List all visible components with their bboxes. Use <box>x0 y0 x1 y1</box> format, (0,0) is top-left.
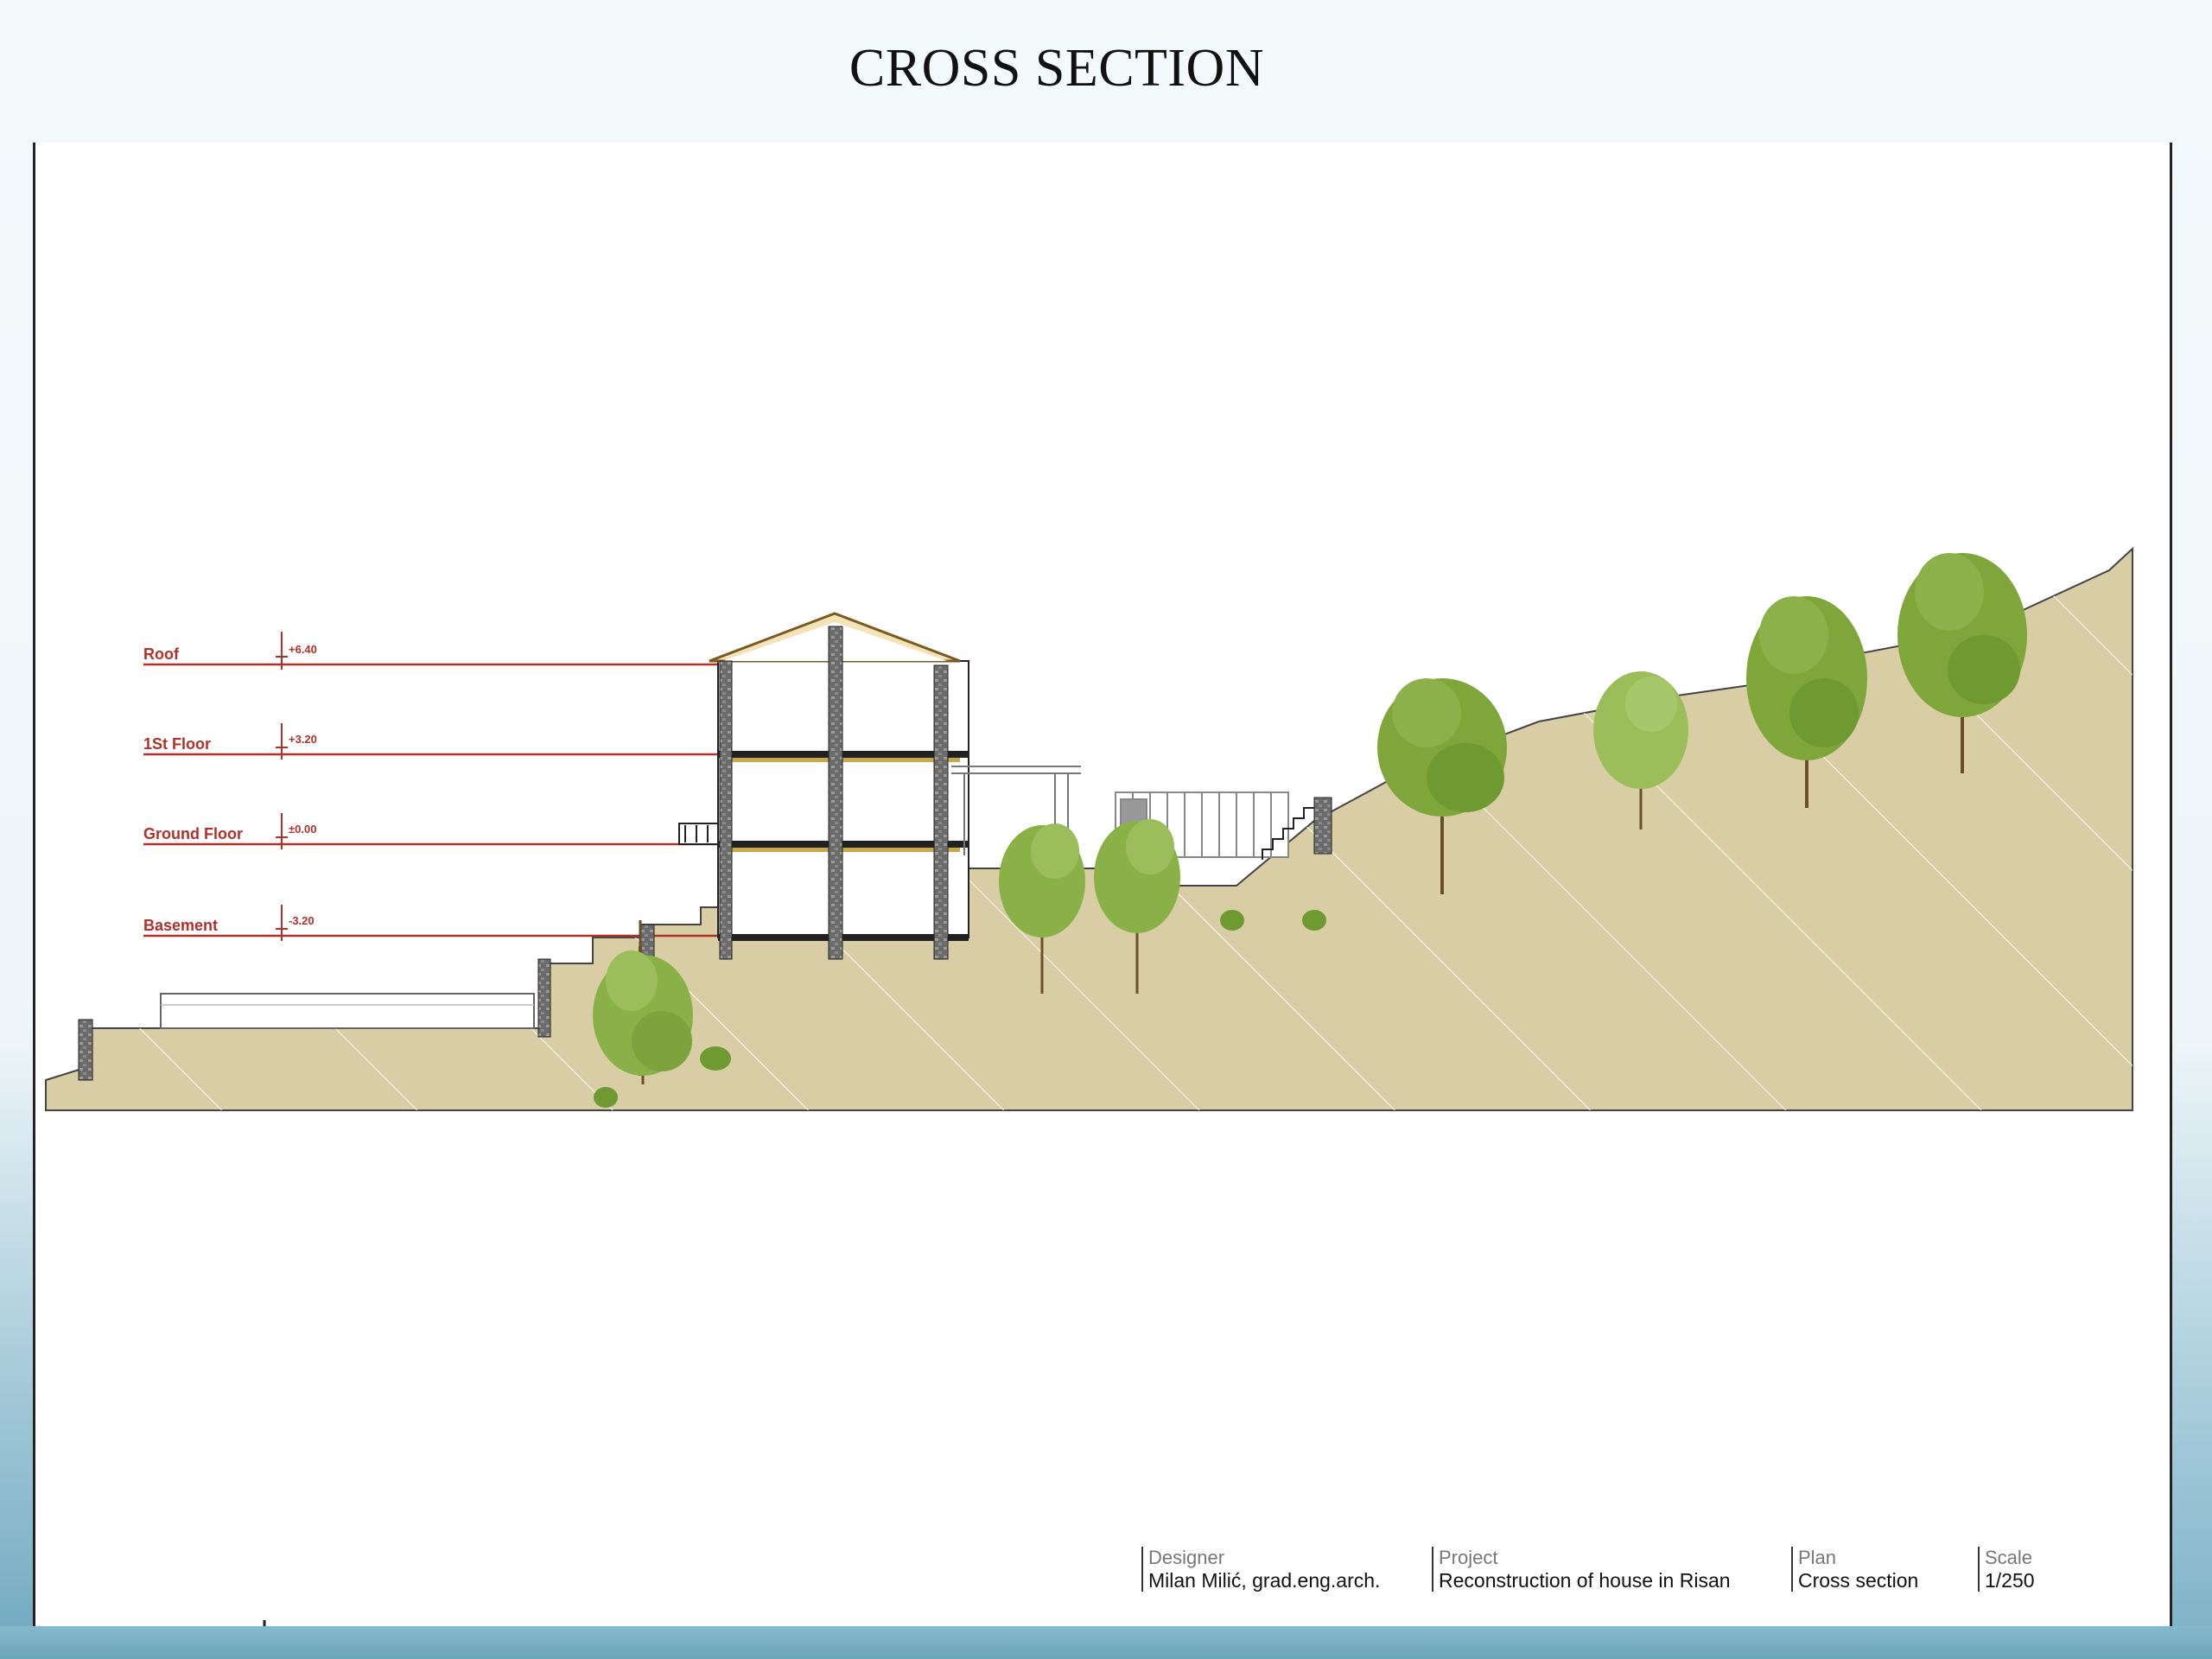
title-block-project: Project Reconstruction of house in Risan <box>1432 1547 1758 1592</box>
stairs <box>1262 807 1314 860</box>
tree-terrace-1 <box>999 823 1085 994</box>
cross-section-drawing: Roof 1St Floor Ground Floor Basement +6.… <box>45 546 2133 1626</box>
title-block-scale: Scale 1/250 <box>1978 1547 2054 1592</box>
level-label-roof: Roof <box>143 645 180 663</box>
slide-title: CROSS SECTION <box>849 39 1265 98</box>
level-value-first-floor: +3.20 <box>289 733 317 746</box>
level-label-ground-floor: Ground Floor <box>143 825 243 842</box>
house-section <box>678 612 969 960</box>
title-block-plan: Plan Cross section <box>1791 1547 1945 1592</box>
level-value-ground-floor: ±0.00 <box>289 823 316 836</box>
tree-slope-1 <box>1377 678 1507 894</box>
project-label: Project <box>1439 1547 1498 1568</box>
tree-slope-2 <box>1593 671 1688 830</box>
background-swoosh-right <box>2169 1037 2212 1659</box>
level-value-basement: -3.20 <box>289 914 315 927</box>
plan-label: Plan <box>1798 1547 1837 1568</box>
pool <box>160 993 535 1029</box>
level-label-first-floor: 1St Floor <box>143 735 211 753</box>
level-label-basement: Basement <box>143 917 218 934</box>
trees <box>593 553 2027 1108</box>
tree-terrace-2 <box>1094 819 1180 994</box>
title-block: Designer Milan Milić, grad.eng.arch. Pro… <box>1141 1547 2087 1592</box>
scale-value: 1/250 <box>1985 1569 2035 1592</box>
tree-slope-4 <box>1897 553 2027 773</box>
tree-slope-3 <box>1746 596 1867 808</box>
tree-by-house-left <box>593 950 693 1084</box>
designer-value: Milan Milić, grad.eng.arch. <box>1148 1569 1381 1592</box>
shrubs-terrace <box>1220 910 1326 931</box>
scale-label: Scale <box>1985 1547 2033 1568</box>
designer-label: Designer <box>1148 1547 1225 1568</box>
plan-value: Cross section <box>1798 1569 1919 1592</box>
background-bottom-band <box>0 1626 2212 1659</box>
level-markers: Roof 1St Floor Ground Floor Basement +6.… <box>143 632 727 941</box>
shrub-near-house <box>594 1046 731 1108</box>
level-value-roof: +6.40 <box>289 643 317 656</box>
drawing-sheet: Roof 1St Floor Ground Floor Basement +6.… <box>33 143 2172 1626</box>
project-value: Reconstruction of house in Risan <box>1439 1569 1731 1592</box>
title-block-designer: Designer Milan Milić, grad.eng.arch. <box>1141 1547 1399 1592</box>
